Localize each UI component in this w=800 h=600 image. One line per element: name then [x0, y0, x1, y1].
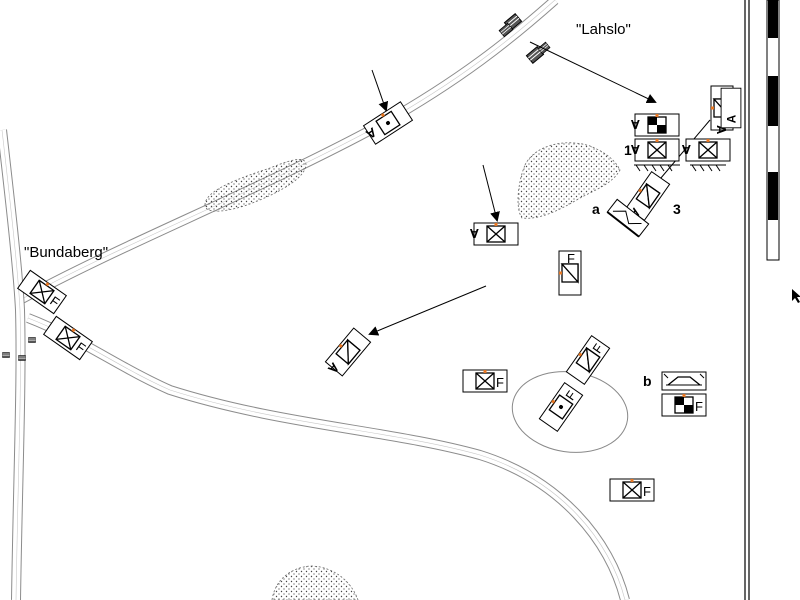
unit-marker-f-vertical[interactable]: F [558, 250, 582, 296]
unit-marker-bundaberg-2[interactable]: F [43, 315, 93, 361]
svg-text:F: F [567, 251, 575, 266]
map-labels: "Lahslo" "Bundaberg" a b 1 3 [24, 21, 681, 389]
unit-marker-lahslo-3[interactable]: A [681, 138, 731, 162]
unit-marker-east-f2[interactable]: F [661, 393, 707, 417]
movement-arrows [368, 41, 711, 336]
forest-west [204, 159, 307, 212]
svg-text:A: A [469, 226, 479, 241]
obstacle-a[interactable] [606, 198, 650, 238]
unit-marker-mid-left[interactable]: A [322, 327, 372, 380]
annotation-1: 1 [624, 142, 632, 158]
unit-marker-lake-2[interactable]: F [538, 382, 584, 432]
svg-text:A: A [726, 114, 739, 123]
svg-text:A: A [714, 125, 729, 135]
svg-text:F: F [496, 375, 504, 390]
unit-marker-center[interactable]: A [469, 222, 519, 246]
place-label-bundaberg: "Bundaberg" [24, 244, 108, 261]
svg-text:F: F [643, 484, 651, 499]
forest-south [271, 565, 359, 600]
annotation-3: 3 [673, 201, 681, 217]
svg-text:A: A [681, 142, 691, 157]
svg-text:F: F [695, 399, 703, 414]
annotation-b: b [643, 373, 652, 389]
svg-text:A: A [630, 117, 640, 132]
svg-text:A: A [630, 142, 640, 157]
unit-marker-south-f[interactable]: F [609, 478, 655, 502]
unit-marker-lahslo-4[interactable]: A [710, 85, 734, 135]
map-border [744, 0, 750, 600]
unit-symbols[interactable]: A A A A A A [17, 85, 742, 502]
forest-east [517, 142, 621, 219]
unit-marker-lake-1[interactable]: F [565, 335, 611, 385]
road-network [0, 0, 630, 600]
obstacle-b[interactable] [661, 371, 707, 391]
unit-marker-road-ne[interactable]: A [361, 101, 414, 146]
unit-marker-lahslo-1[interactable]: A [630, 113, 680, 137]
annotation-a: a [592, 201, 600, 217]
obstacle-hatch-1 [634, 164, 726, 172]
scale-bar [766, 0, 780, 261]
unit-marker-lahslo-2[interactable]: A [630, 138, 680, 162]
cursor-icon [792, 289, 800, 303]
unit-marker-lahslo-5[interactable]: A [720, 87, 742, 129]
place-label-lahslo: "Lahslo" [576, 21, 631, 38]
unit-marker-bundaberg-1[interactable]: F [17, 269, 67, 315]
unit-marker-east-f1[interactable]: F [462, 369, 508, 393]
